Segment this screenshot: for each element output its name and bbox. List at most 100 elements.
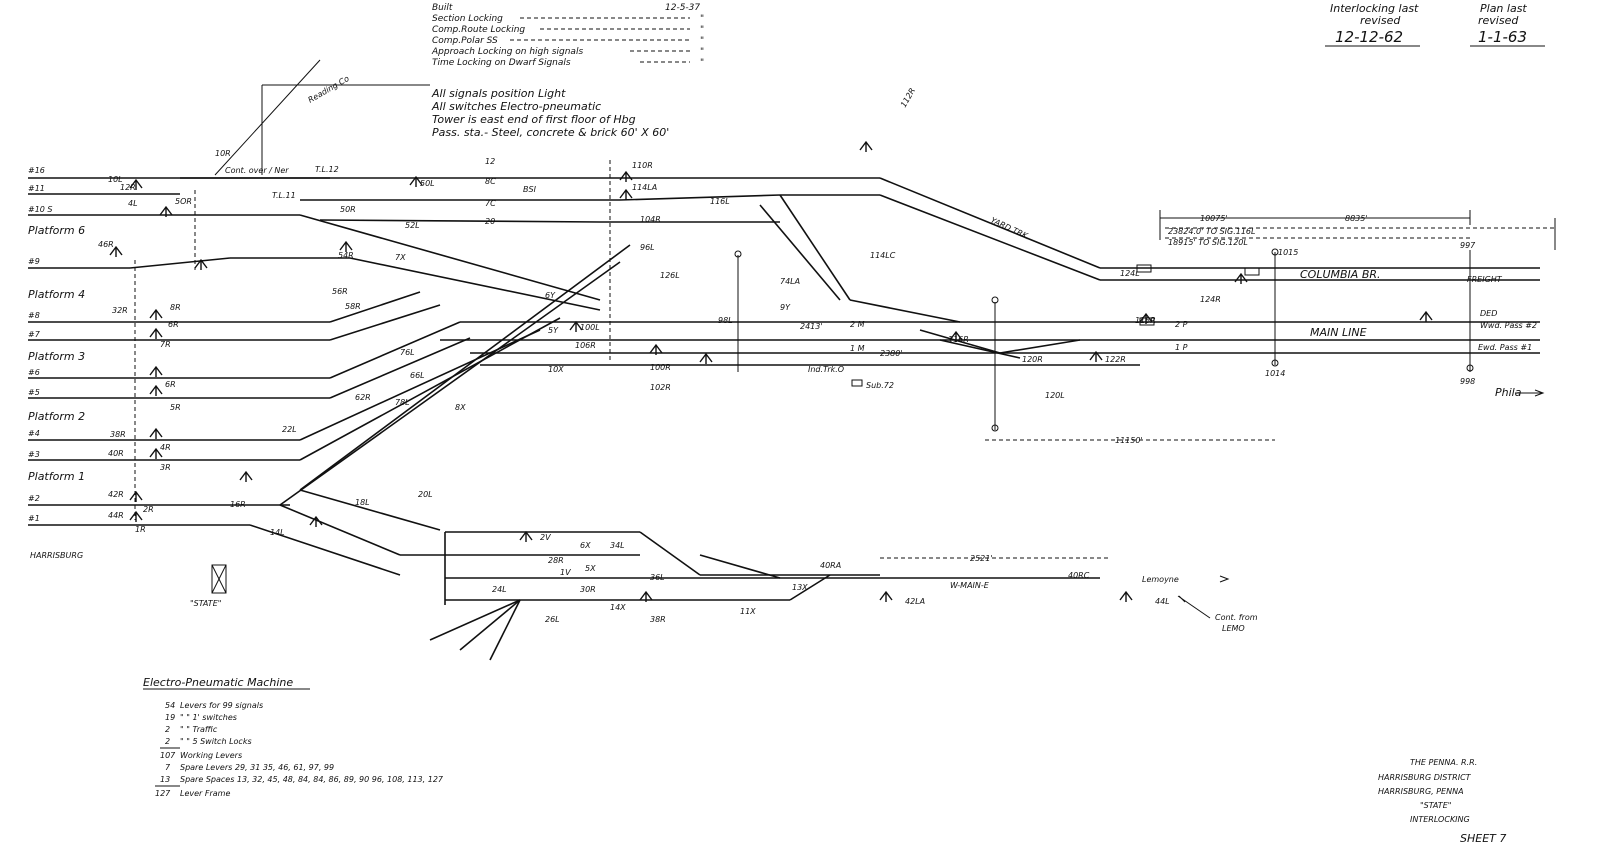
dimension-2380: 2380': [880, 349, 903, 358]
track-8c-label: 8C: [485, 177, 496, 186]
signal-symbols: [109, 140, 1433, 602]
signal-label: 50R: [340, 205, 356, 214]
track-9-label: #9: [28, 257, 40, 266]
machine-row-count: 19: [165, 713, 175, 722]
sub-72-label: Sub.72: [866, 381, 894, 390]
reading-co-label: Reading Co: [307, 74, 351, 105]
signal-label: 6X: [580, 541, 591, 550]
plan-revised-label-2: revised: [1478, 14, 1519, 27]
note-polar-value: ": [700, 36, 704, 46]
machine-row-count: 107: [160, 751, 176, 760]
signal-label: 28R: [548, 556, 564, 565]
signal-label: 34L: [610, 541, 625, 550]
signal-label: 100R: [650, 363, 671, 372]
yard-track-label: YARD TRK.: [989, 216, 1031, 242]
track-1p-label: 1 P: [1175, 343, 1188, 352]
machine-title: Electro-Pneumatic Machine: [143, 676, 293, 689]
machine-row-text: Spare Spaces 13, 32, 45, 48, 84, 84, 86,…: [180, 775, 444, 784]
track-4-label: #4: [28, 429, 40, 438]
platform-1-label: Platform 1: [28, 470, 85, 483]
title-city: HARRISBURG, PENNA: [1378, 787, 1464, 796]
machine-row-text: Working Levers: [180, 751, 242, 760]
track-6-label: #6: [28, 368, 40, 377]
signal-label: 52L: [405, 221, 420, 230]
dimension-8835: 8835': [1345, 214, 1368, 223]
title-district: HARRISBURG DISTRICT: [1378, 773, 1472, 782]
signal-label: 44L: [1155, 597, 1170, 606]
machine-row-text: " " 1' switches: [180, 713, 237, 722]
construction-notes: Built 12-5-37 Section Locking " Comp.Rou…: [431, 3, 704, 139]
plan-revised-label: Plan last: [1480, 2, 1527, 15]
interlocking-revised-label: Interlocking last: [1330, 2, 1419, 15]
general-note-3: Tower is east end of first floor of Hbg: [432, 113, 636, 126]
signal-label: 66L: [410, 371, 425, 380]
signal-label: 42R: [108, 490, 124, 499]
signal-label: 102R: [650, 383, 671, 392]
signal-label: 22L: [282, 425, 297, 434]
note-polar-label: Comp.Polar SS: [432, 36, 498, 46]
signal-label: 112R: [899, 86, 917, 109]
title-block: THE PENNA. R.R. HARRISBURG DISTRICT HARR…: [1378, 758, 1506, 845]
track-7-label: #7: [28, 330, 41, 339]
signal-label: 1V: [560, 568, 571, 577]
signal-label: 30R: [580, 585, 596, 594]
signal-label: 26L: [545, 615, 560, 624]
title-tower: "STATE": [1420, 801, 1451, 810]
machine-row-count: 54: [165, 701, 175, 710]
signal-label: 12R: [120, 183, 136, 192]
signal-label: 114LA: [632, 183, 657, 192]
revision-block: Interlocking last revised 12-12-62 Plan …: [1325, 2, 1545, 47]
state-box-label: "STATE": [190, 599, 221, 608]
state-tower-symbol: "STATE": [190, 564, 227, 608]
track-2m-label: 2 M: [850, 320, 865, 329]
signal-label: 8R: [170, 303, 181, 312]
track-11-label: #11: [28, 184, 45, 193]
signal-label: 40RC: [1068, 571, 1090, 580]
note-approach-value: ": [700, 47, 704, 57]
signal-label: 38R: [110, 430, 126, 439]
general-note-1: All signals position Light: [431, 87, 566, 100]
interlocking-revised-label-2: revised: [1360, 14, 1401, 27]
signal-label: 11X: [740, 607, 756, 616]
milepost-1015: 1015: [1278, 248, 1298, 257]
track-1m-label: 1 M: [850, 344, 865, 353]
signal-label: 8X: [455, 403, 466, 412]
signal-label: 4R: [160, 443, 171, 452]
signal-label: 46R: [98, 240, 114, 249]
signal-label: 6R: [165, 380, 176, 389]
platform-2-label: Platform 2: [28, 410, 85, 423]
dimension-18915: 18915' TO SIG.120L: [1168, 238, 1248, 247]
signal-label: 6Y: [545, 291, 556, 300]
title-railroad: THE PENNA. R.R.: [1410, 758, 1477, 767]
signal-label: 5X: [585, 564, 596, 573]
signal-label: 7R: [160, 340, 171, 349]
signal-label: 3R: [160, 463, 171, 472]
ewd-pass-label: Ewd. Pass #1: [1478, 343, 1532, 352]
signal-label: 14X: [610, 603, 626, 612]
machine-row-text: " " 5 Switch Locks: [180, 737, 252, 746]
platform-6-label: Platform 6: [28, 224, 85, 237]
machine-row-count: 2: [165, 725, 170, 734]
track-2-label: #2: [28, 494, 40, 503]
signal-label: 56R: [332, 287, 348, 296]
track-2p-label: 2 P: [1175, 320, 1188, 329]
signal-label: 118R: [1135, 316, 1156, 325]
dimension-23824: 23824.0' TO SIG.116L: [1168, 227, 1255, 236]
lemoyne-label: Lemoyne: [1142, 575, 1179, 584]
harrisburg-label: HARRISBURG: [30, 551, 83, 560]
signal-label: 32R: [112, 306, 128, 315]
dimension-11150: 11150': [1115, 436, 1143, 445]
general-note-2: All switches Electro-pneumatic: [431, 100, 601, 113]
cont-over-label: Cont. over / Ner: [225, 166, 289, 175]
milepost-997: 997: [1460, 241, 1476, 250]
signal-label: 10R: [215, 149, 231, 158]
signal-label: 5OR: [175, 197, 192, 206]
signal-label: 18L: [355, 498, 370, 507]
dimension-lines: 10075' 8835' 23824.0' TO SIG.116L 18915'…: [734, 210, 1556, 563]
machine-row-count: 2: [165, 737, 170, 746]
tl12-label: T.L.12: [315, 165, 339, 174]
signal-label: 9Y: [780, 303, 791, 312]
dimension-2413: 2413': [800, 322, 823, 331]
signal-label: 58R: [345, 302, 361, 311]
signal-label: 6R: [168, 320, 179, 329]
